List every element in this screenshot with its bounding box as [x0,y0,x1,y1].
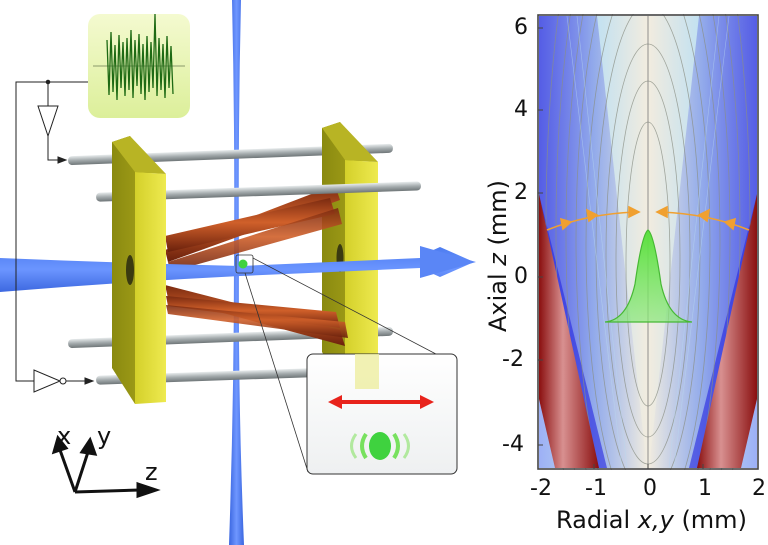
ytick-4: 4 [514,97,528,122]
coil-region-left [539,194,599,468]
xtick-0: 0 [643,476,657,501]
electrode-plate-left [112,136,166,404]
ytick-neg4: -4 [502,432,524,457]
xtick-2: 2 [752,476,766,501]
x-axis-title: Radial x,y (mm) [556,506,747,534]
axis-label-x: x [57,422,72,450]
y-axis-title: Axial z (mm) [484,179,512,332]
feedback-circuit [15,79,95,393]
coils [165,185,348,346]
ytick-6: 6 [514,15,528,40]
xtick-1: 1 [698,476,712,501]
amplifier-icon [37,105,59,138]
ytick-0: 0 [514,264,528,289]
zoom-inset [306,353,458,475]
force-arrows [546,205,750,231]
ytick-neg2: -2 [502,347,524,372]
rod-top-front [96,181,421,202]
xtick-neg2: -2 [530,476,552,501]
electrode-plate-right [322,122,378,392]
ytick-2: 2 [514,180,528,205]
particle-zoom-box [235,254,254,274]
gaussian-profile [604,229,693,323]
noise-signal-inset [88,13,190,118]
inverter-icon [33,369,62,393]
oscillation-arrow-icon [328,395,434,409]
coordinate-axes-icon [51,434,161,499]
beam-arrow-head [420,246,476,278]
potential-contour-plot [537,14,759,470]
xtick-neg1: -1 [585,476,607,501]
coil-region-right [697,194,757,468]
trap-schematic [0,0,476,545]
axis-label-y: y [97,422,112,450]
particle [238,259,248,269]
axis-label-z: z [145,458,158,486]
